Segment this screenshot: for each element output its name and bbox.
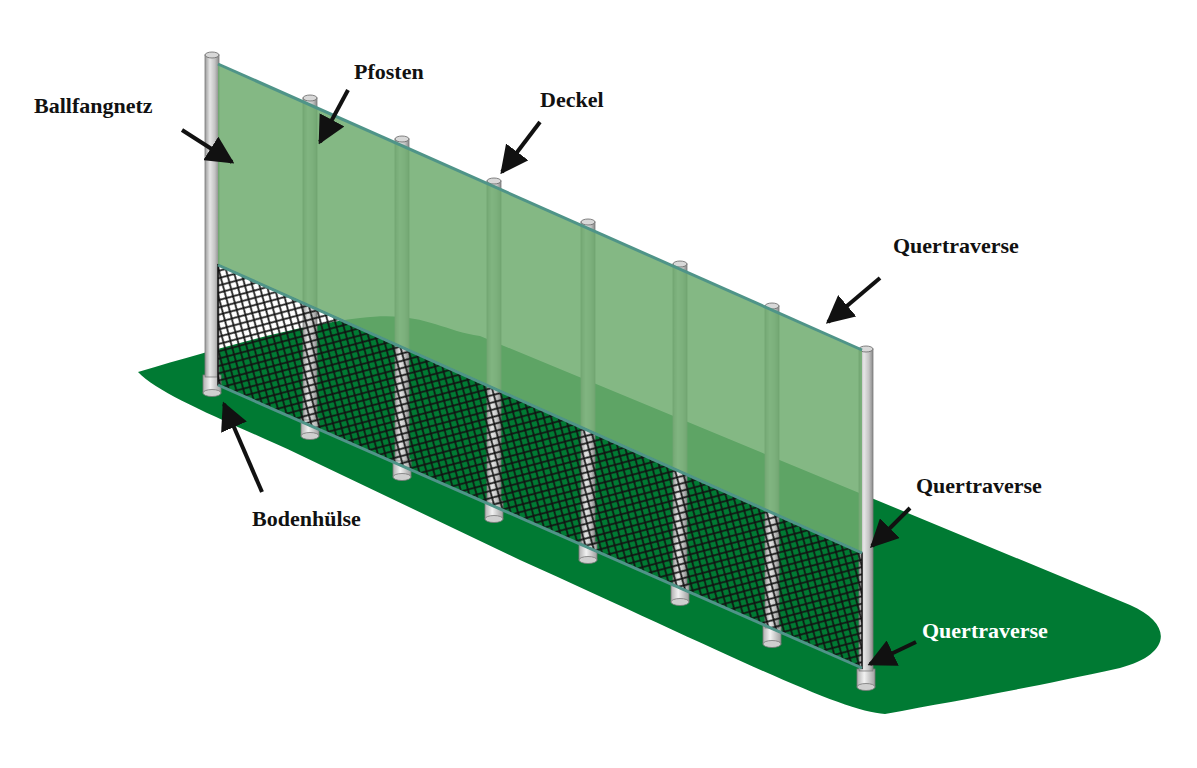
- posts: [205, 52, 873, 671]
- post: [205, 55, 219, 377]
- leader-lines: [182, 90, 916, 664]
- post-cap: [395, 136, 409, 142]
- ground-sleeve: [393, 474, 411, 481]
- part-label: Ballfangnetz: [34, 94, 153, 118]
- post-cap: [581, 219, 595, 225]
- post-cap: [205, 52, 219, 58]
- part-label: Quertraverse: [922, 619, 1048, 643]
- mesh-outline: [218, 265, 862, 668]
- ground-sleeve: [203, 390, 221, 397]
- part-label: Quertraverse: [916, 474, 1042, 498]
- cross-beam: [218, 385, 862, 668]
- part-label: Quertraverse: [893, 234, 1019, 258]
- ground-sleeve: [579, 557, 597, 564]
- ground-sleeve: [301, 433, 319, 440]
- ground-sleeve: [485, 516, 503, 523]
- part-label: Deckel: [540, 88, 604, 112]
- cross-beam: [218, 265, 862, 553]
- part-label: Pfosten: [354, 60, 424, 84]
- post-cap: [303, 95, 317, 101]
- part-label: Bodenhülse: [252, 507, 361, 531]
- ground-sleeve: [763, 641, 781, 648]
- mesh-fence: [218, 265, 862, 668]
- ground-sleeve: [857, 684, 875, 691]
- ground-sleeve: [671, 599, 689, 606]
